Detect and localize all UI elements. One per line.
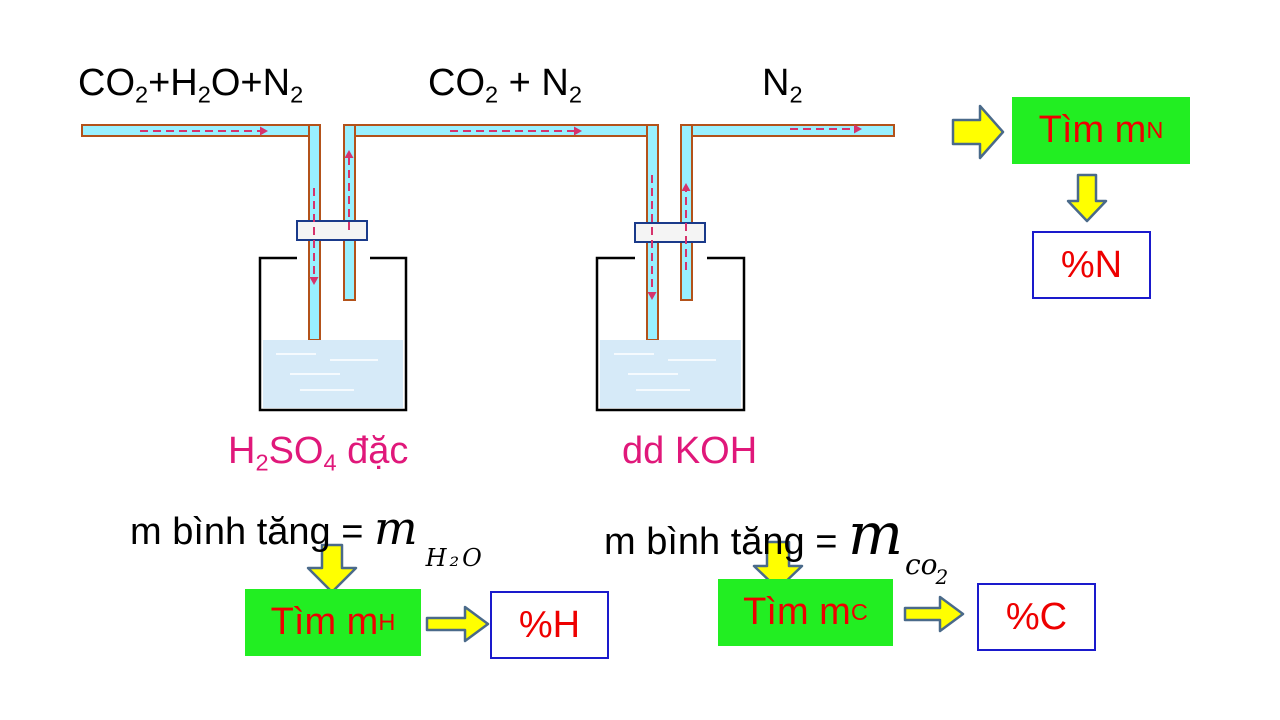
gas-label-outlet: N2: [762, 62, 803, 108]
block-arrow-icon: [306, 543, 358, 594]
connector-tube: [343, 124, 659, 137]
dashed-arrow-icon: [309, 188, 319, 285]
bottle-koh: [595, 222, 746, 412]
outlet-tube: [680, 124, 895, 137]
dashed-arrow-icon: [344, 150, 354, 230]
block-arrow-icon: [752, 540, 804, 591]
bottle-h2so4: [258, 220, 408, 412]
bottle-outline: [595, 256, 746, 412]
dashed-arrow-icon: [790, 124, 862, 134]
equation-water: m bình tăng = mH₂O: [130, 501, 485, 572]
reagent-label-koh: dd KOH: [622, 430, 758, 472]
equation-co2: m bình tăng = mco2: [604, 500, 949, 589]
block-arrow-icon: [903, 595, 965, 633]
dashed-arrow-icon: [647, 175, 657, 300]
percent-c-box: %C: [977, 583, 1096, 651]
block-arrow-icon: [1066, 173, 1108, 223]
liquid-ripples: [614, 353, 716, 391]
gas-tubes: [81, 124, 895, 341]
inlet-tube: [81, 124, 321, 137]
gas-flow-arrows: [140, 124, 862, 300]
block-arrow-icon: [951, 104, 1005, 160]
bottle-stopper: [296, 220, 368, 241]
block-arrow-icon: [425, 605, 490, 643]
bottle-outline: [258, 256, 408, 412]
bottle-stopper: [634, 222, 706, 243]
gas-label-inlet: CO2+H2O+N2: [78, 62, 304, 108]
gas-label-middle: CO2 + N2: [428, 62, 582, 108]
dashed-arrow-icon: [140, 126, 268, 136]
dashed-arrow-icon: [450, 126, 582, 136]
dashed-arrow-icon: [681, 183, 691, 270]
percent-h-box: %H: [490, 591, 609, 659]
percent-n-box: %N: [1032, 231, 1151, 299]
step-arrows: [306, 104, 1108, 643]
liquid-ripples: [276, 353, 378, 391]
reagent-label-h2so4: H2SO4 đặc: [228, 430, 409, 476]
